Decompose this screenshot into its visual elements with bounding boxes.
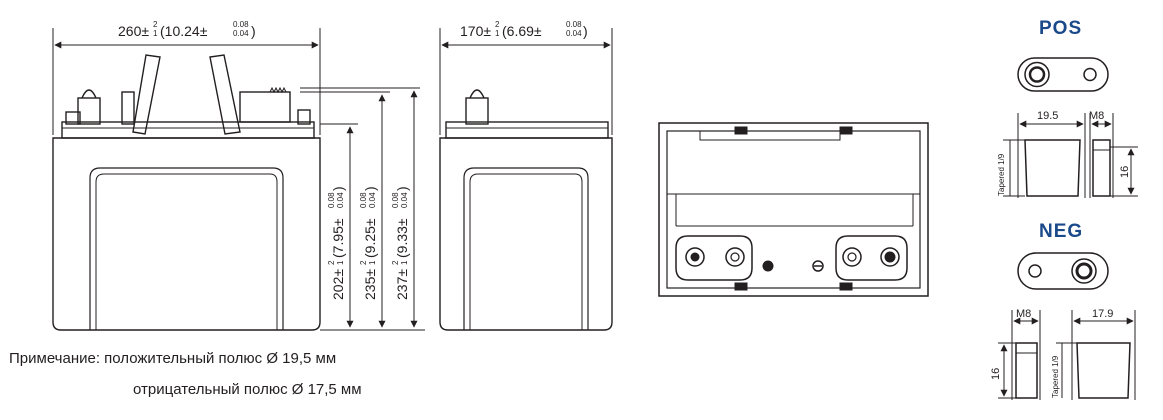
pos-label: POS — [1039, 18, 1082, 39]
side-view — [439, 28, 613, 331]
svg-text:235±: 235± — [362, 269, 378, 300]
svg-text:1: 1 — [495, 29, 500, 38]
svg-text:0.08: 0.08 — [327, 192, 336, 208]
side-body — [439, 137, 613, 331]
top-terminal-block-left — [675, 235, 753, 281]
neg-tapered-label: Tapered 1/9 — [1051, 355, 1060, 398]
front-width-label: 260± 2 1 (10.24± 0.08 0.04 ) — [118, 20, 256, 39]
neg-diameter-label: 17.9 — [1092, 308, 1113, 320]
pos-tapered-label: Tapered 1/9 — [997, 153, 1006, 196]
note-negative-pole: отрицательный полюс Ø 17,5 мм — [133, 381, 362, 398]
svg-text:0.08: 0.08 — [233, 20, 249, 29]
top-terminal-block-right — [835, 235, 908, 281]
svg-text:2: 2 — [327, 260, 336, 265]
svg-text:0.04: 0.04 — [336, 192, 345, 208]
neg-thread-label: M8 — [1016, 308, 1031, 320]
svg-text:170±: 170± — [460, 23, 491, 39]
svg-text:): ) — [362, 186, 378, 191]
svg-text:2: 2 — [153, 20, 158, 29]
note-line-1: Примечание: положительный полюс Ø 19,5 м… — [9, 350, 336, 367]
svg-text:0.08: 0.08 — [359, 192, 368, 208]
svg-text:0.08: 0.08 — [391, 192, 400, 208]
svg-text:(7.95±: (7.95± — [330, 218, 346, 258]
pos-terminal-top — [1017, 57, 1109, 92]
front-body — [52, 137, 321, 331]
side-terminal — [465, 97, 489, 125]
svg-text:2: 2 — [391, 260, 400, 265]
neg-label: NEG — [1039, 221, 1083, 242]
pos-thread-label: M8 — [1089, 110, 1104, 122]
svg-text:1: 1 — [336, 260, 345, 265]
height-202-label: 202± 2 1 (7.95± 0.08 0.04 ) — [327, 186, 346, 300]
front-handle-right — [209, 54, 241, 135]
svg-text:0.04: 0.04 — [233, 29, 249, 38]
front-terminal-left — [77, 97, 101, 125]
front-handle-left — [132, 54, 161, 135]
side-width-label: 170± 2 1 (6.69± 0.08 0.04 ) — [460, 20, 588, 39]
svg-text:0.04: 0.04 — [368, 192, 377, 208]
note-label: Примечание: — [9, 350, 100, 367]
pos-terminal-side — [1003, 113, 1138, 198]
front-terminal-right — [239, 91, 291, 123]
svg-text:1: 1 — [153, 29, 158, 38]
svg-text:): ) — [251, 23, 256, 39]
neg-terminal-side — [998, 310, 1136, 400]
height-237-label: 237± 2 1 (9.33± 0.08 0.04 ) — [391, 186, 410, 300]
svg-text:202±: 202± — [330, 269, 346, 300]
height-235-label: 235± 2 1 (9.25± 0.08 0.04 ) — [359, 186, 378, 300]
svg-text:2: 2 — [359, 260, 368, 265]
svg-text:0.08: 0.08 — [566, 20, 582, 29]
svg-text:1: 1 — [400, 260, 409, 265]
pos-diameter-label: 19.5 — [1037, 110, 1058, 122]
top-view — [658, 122, 929, 297]
neg-height-label: 16 — [990, 368, 1002, 380]
svg-text:(10.24±: (10.24± — [160, 23, 208, 39]
note-positive-pole: положительный полюс Ø 19,5 мм — [104, 350, 337, 367]
svg-text:): ) — [583, 23, 588, 39]
svg-text:(9.25±: (9.25± — [362, 218, 378, 258]
svg-text:0.04: 0.04 — [400, 192, 409, 208]
svg-text:(9.33±: (9.33± — [394, 218, 410, 258]
svg-text:(6.69±: (6.69± — [502, 23, 542, 39]
svg-text:0.04: 0.04 — [566, 29, 582, 38]
front-view — [52, 28, 425, 331]
svg-text:): ) — [394, 186, 410, 191]
svg-text:1: 1 — [368, 260, 377, 265]
svg-text:): ) — [330, 186, 346, 191]
pos-height-label: 16 — [1119, 166, 1131, 178]
svg-text:2: 2 — [495, 20, 500, 29]
svg-text:260±: 260± — [118, 23, 149, 39]
neg-terminal-top — [1017, 252, 1109, 290]
svg-text:237±: 237± — [394, 269, 410, 300]
